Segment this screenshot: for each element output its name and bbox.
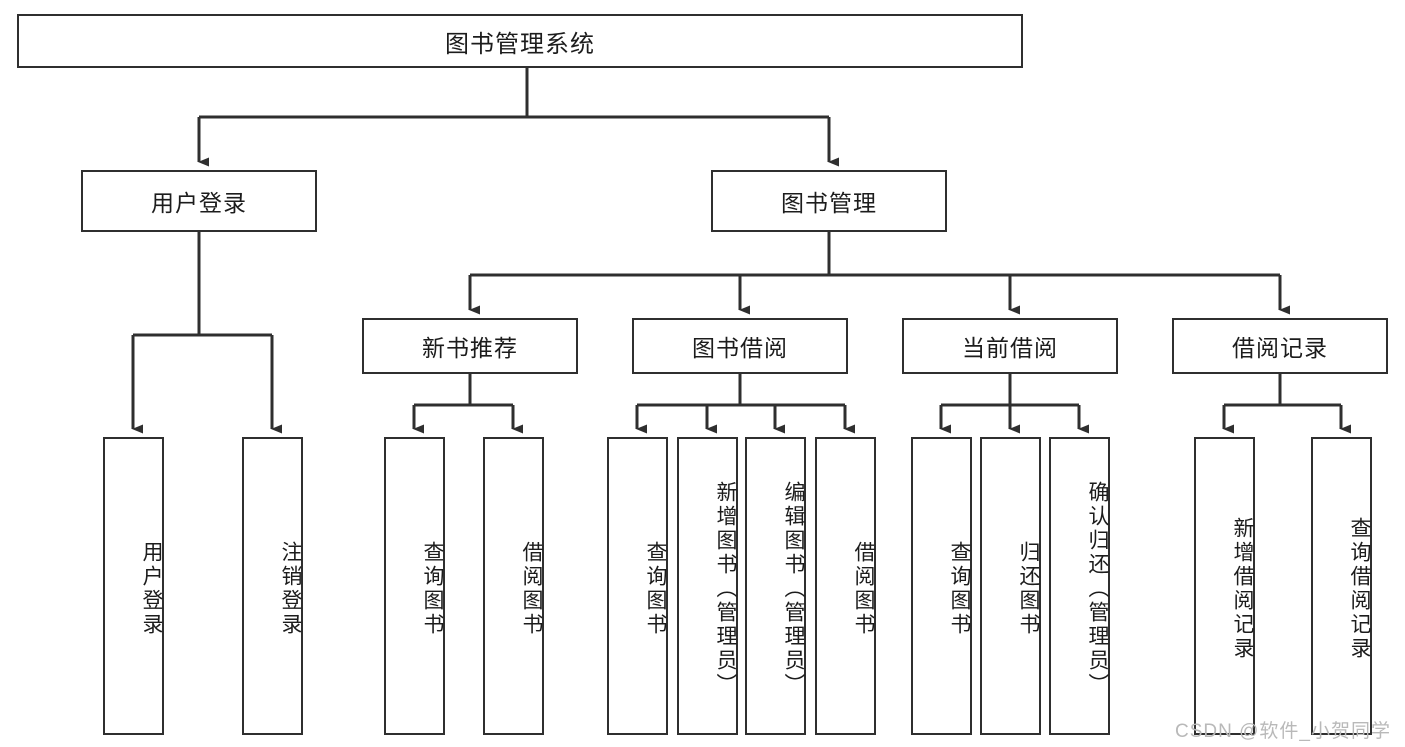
leaf-user-login[interactable]: 用户登录 xyxy=(103,437,164,735)
leaf-borrow-borrow-book[interactable]: 借阅图书 xyxy=(815,437,876,735)
leaf-record-add-record[interactable]: 新增借阅记录 xyxy=(1194,437,1255,735)
node-user-login[interactable]: 用户登录 xyxy=(81,170,317,232)
node-current-borrow[interactable]: 当前借阅 xyxy=(902,318,1118,374)
leaf-recommend-query-book[interactable]: 查询图书 xyxy=(384,437,445,735)
leaf-recommend-borrow-book[interactable]: 借阅图书 xyxy=(483,437,544,735)
node-new-book-recommend[interactable]: 新书推荐 xyxy=(362,318,578,374)
node-borrow-record[interactable]: 借阅记录 xyxy=(1172,318,1388,374)
leaf-borrow-edit-book-admin[interactable]: 编辑图书（管理员） xyxy=(745,437,806,735)
node-book-borrow[interactable]: 图书借阅 xyxy=(632,318,848,374)
node-book-management[interactable]: 图书管理 xyxy=(711,170,947,232)
watermark-text: CSDN @软件_小贺同学 xyxy=(1175,721,1391,742)
leaf-borrow-add-book-admin[interactable]: 新增图书（管理员） xyxy=(677,437,738,735)
leaf-borrow-query-book[interactable]: 查询图书 xyxy=(607,437,668,735)
leaf-current-return-book[interactable]: 归还图书 xyxy=(980,437,1041,735)
node-root[interactable]: 图书管理系统 xyxy=(17,14,1023,68)
leaf-current-query-book[interactable]: 查询图书 xyxy=(911,437,972,735)
leaf-current-confirm-return-admin[interactable]: 确认归还（管理员） xyxy=(1049,437,1110,735)
leaf-user-logout[interactable]: 注销登录 xyxy=(242,437,303,735)
leaf-record-query-record[interactable]: 查询借阅记录 xyxy=(1311,437,1372,735)
